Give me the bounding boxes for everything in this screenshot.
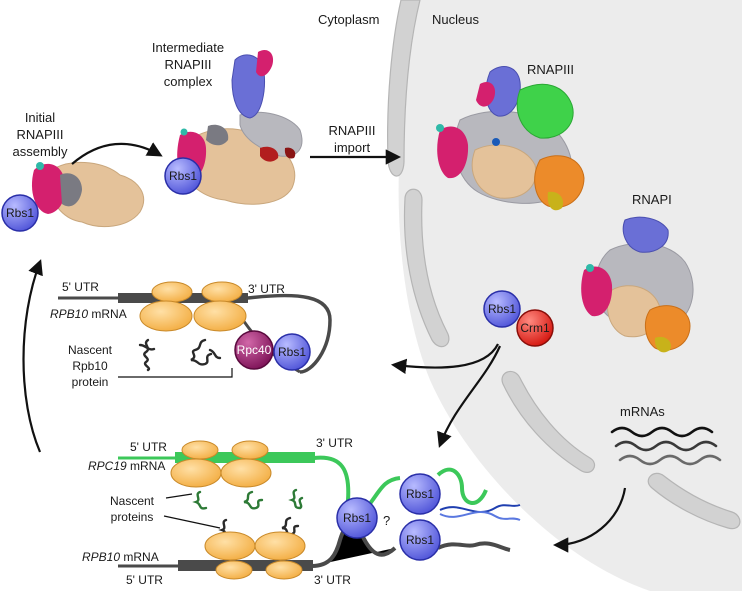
- rbs1-lower-bottom: Rbs1: [399, 519, 441, 561]
- rpc40-label: Rpc40: [237, 343, 272, 357]
- rbs1-initial-label: Rbs1: [6, 206, 34, 220]
- upper-utr5-label: 5' UTR: [62, 280, 99, 294]
- arrow-mrnas-to-cytoplasm: [552, 487, 627, 553]
- rnapiii-nuclear-complex: [436, 66, 585, 211]
- rpb10-ribosome-2: [254, 531, 306, 580]
- import-label-line2: import: [334, 140, 371, 155]
- rbs1-nuclear: [483, 290, 521, 328]
- lower-rpb10-mrna-label: RPB10 mRNA: [82, 550, 159, 564]
- rbs1-crm1-pair: Rbs1 Crm1: [483, 290, 554, 347]
- rbs1-lower-top-label: Rbs1: [406, 487, 434, 501]
- rnapiii-label: RNAPIII: [527, 62, 574, 77]
- initial-assembly-label: Initial RNAPIII assembly: [13, 110, 68, 159]
- rpc19-utr3-label: 3' UTR: [316, 436, 353, 450]
- crm1-label: Crm1: [520, 321, 550, 335]
- initial-label-line2: RNAPIII: [17, 127, 64, 142]
- rpc19-ribosome-2: [220, 440, 272, 488]
- lower-rpb10-utr5-label: 5' UTR: [126, 573, 163, 587]
- rbs1-upper: Rbs1: [273, 333, 311, 371]
- rpc19-utr5-label: 5' UTR: [130, 440, 167, 454]
- rbs1-lower-center-label: Rbs1: [343, 511, 371, 525]
- rbs1-lower-center: Rbs1: [336, 497, 378, 539]
- initial-assembly-complex: [31, 161, 145, 228]
- nascent-rpb10-line1: Nascent: [68, 343, 113, 357]
- rpc19-ribosome-1: [170, 440, 222, 488]
- intermediate-label: Intermediate RNAPIII complex: [152, 40, 224, 89]
- nascent-proteins-pointer-2: [163, 515, 221, 529]
- rnapi-label: RNAPI: [632, 192, 672, 207]
- upper-ribosome-2: [193, 281, 247, 332]
- intermediate-label-line2: RNAPIII: [165, 57, 212, 72]
- upper-utr3-label: 3' UTR: [248, 282, 285, 296]
- initial-label-line1: Initial: [25, 110, 55, 125]
- rnapi-nuclear-complex: [581, 216, 694, 353]
- arrow-initial-to-intermediate: [71, 142, 163, 165]
- arrow-export-to-rpb10: [390, 343, 499, 374]
- mrna-waves: [610, 426, 722, 466]
- nascent-proteins-pointer-1: [165, 493, 193, 499]
- upper-mrna-label: RPB10 mRNA: [50, 307, 127, 321]
- nascent-proteins-label: Nascent proteins: [110, 494, 155, 524]
- lower-rpb10-mrna: [118, 522, 511, 571]
- crm1-nuclear: [516, 309, 554, 347]
- nascent-proteins-line2: proteins: [111, 510, 154, 524]
- lower-rpb10-utr3-label: 3' UTR: [314, 573, 351, 587]
- upper-mrna-gene: RPB10: [50, 307, 88, 321]
- rpc19-gene: RPC19: [88, 459, 127, 473]
- nascent-rpb10-line3: protein: [72, 375, 109, 389]
- intermediate-label-line1: Intermediate: [152, 40, 224, 55]
- arrow-export-to-cotranslational: [437, 345, 502, 448]
- lower-rpb10-gene: RPB10: [82, 550, 120, 564]
- rbs1-upper-label: Rbs1: [278, 345, 306, 359]
- blue-mrna-strands: [439, 504, 521, 521]
- nascent-rpc19-chains: [192, 488, 304, 510]
- mrnas-label: mRNAs: [620, 404, 665, 419]
- cytoplasm-label: Cytoplasm: [318, 12, 379, 27]
- rpc19-mrna-label: RPC19 mRNA: [88, 459, 165, 473]
- upper-ribosome-1: [139, 281, 193, 332]
- arrow-feedback-to-assembly: [22, 259, 43, 453]
- nascent-proteins-line1: Nascent: [110, 494, 155, 508]
- intermediate-label-line3: complex: [164, 74, 213, 89]
- nascent-rpb10-pointer: [118, 368, 233, 378]
- nascent-rpb10-chains: [138, 338, 222, 372]
- question-mark: ?: [383, 513, 390, 528]
- nascent-rpb10-line2: Rpb10: [72, 359, 108, 373]
- lower-rpb10-suffix: mRNA: [120, 550, 159, 564]
- rbs1-lower-bottom-label: Rbs1: [406, 533, 434, 547]
- initial-label-line3: assembly: [13, 144, 68, 159]
- rpc40-upper: Rpc40: [234, 330, 274, 370]
- nuclear-envelope: [387, 0, 741, 530]
- nucleus-label: Nucleus: [432, 12, 479, 27]
- import-label: RNAPIII import: [329, 123, 376, 155]
- rpc19-suffix: mRNA: [127, 459, 166, 473]
- import-label-line1: RNAPIII: [329, 123, 376, 138]
- rpb10-ribosome-1: [204, 531, 256, 580]
- rbs1-initial: Rbs1: [1, 194, 39, 232]
- rbs1-nuclear-label: Rbs1: [488, 302, 516, 316]
- rbs1-intermediate-label: Rbs1: [169, 169, 197, 183]
- nascent-rpb10-label: Nascent Rpb10 protein: [68, 343, 113, 389]
- rbs1-lower-top: Rbs1: [399, 473, 441, 515]
- upper-mrna-suffix: mRNA: [88, 307, 127, 321]
- rbs1-intermediate: Rbs1: [164, 157, 202, 195]
